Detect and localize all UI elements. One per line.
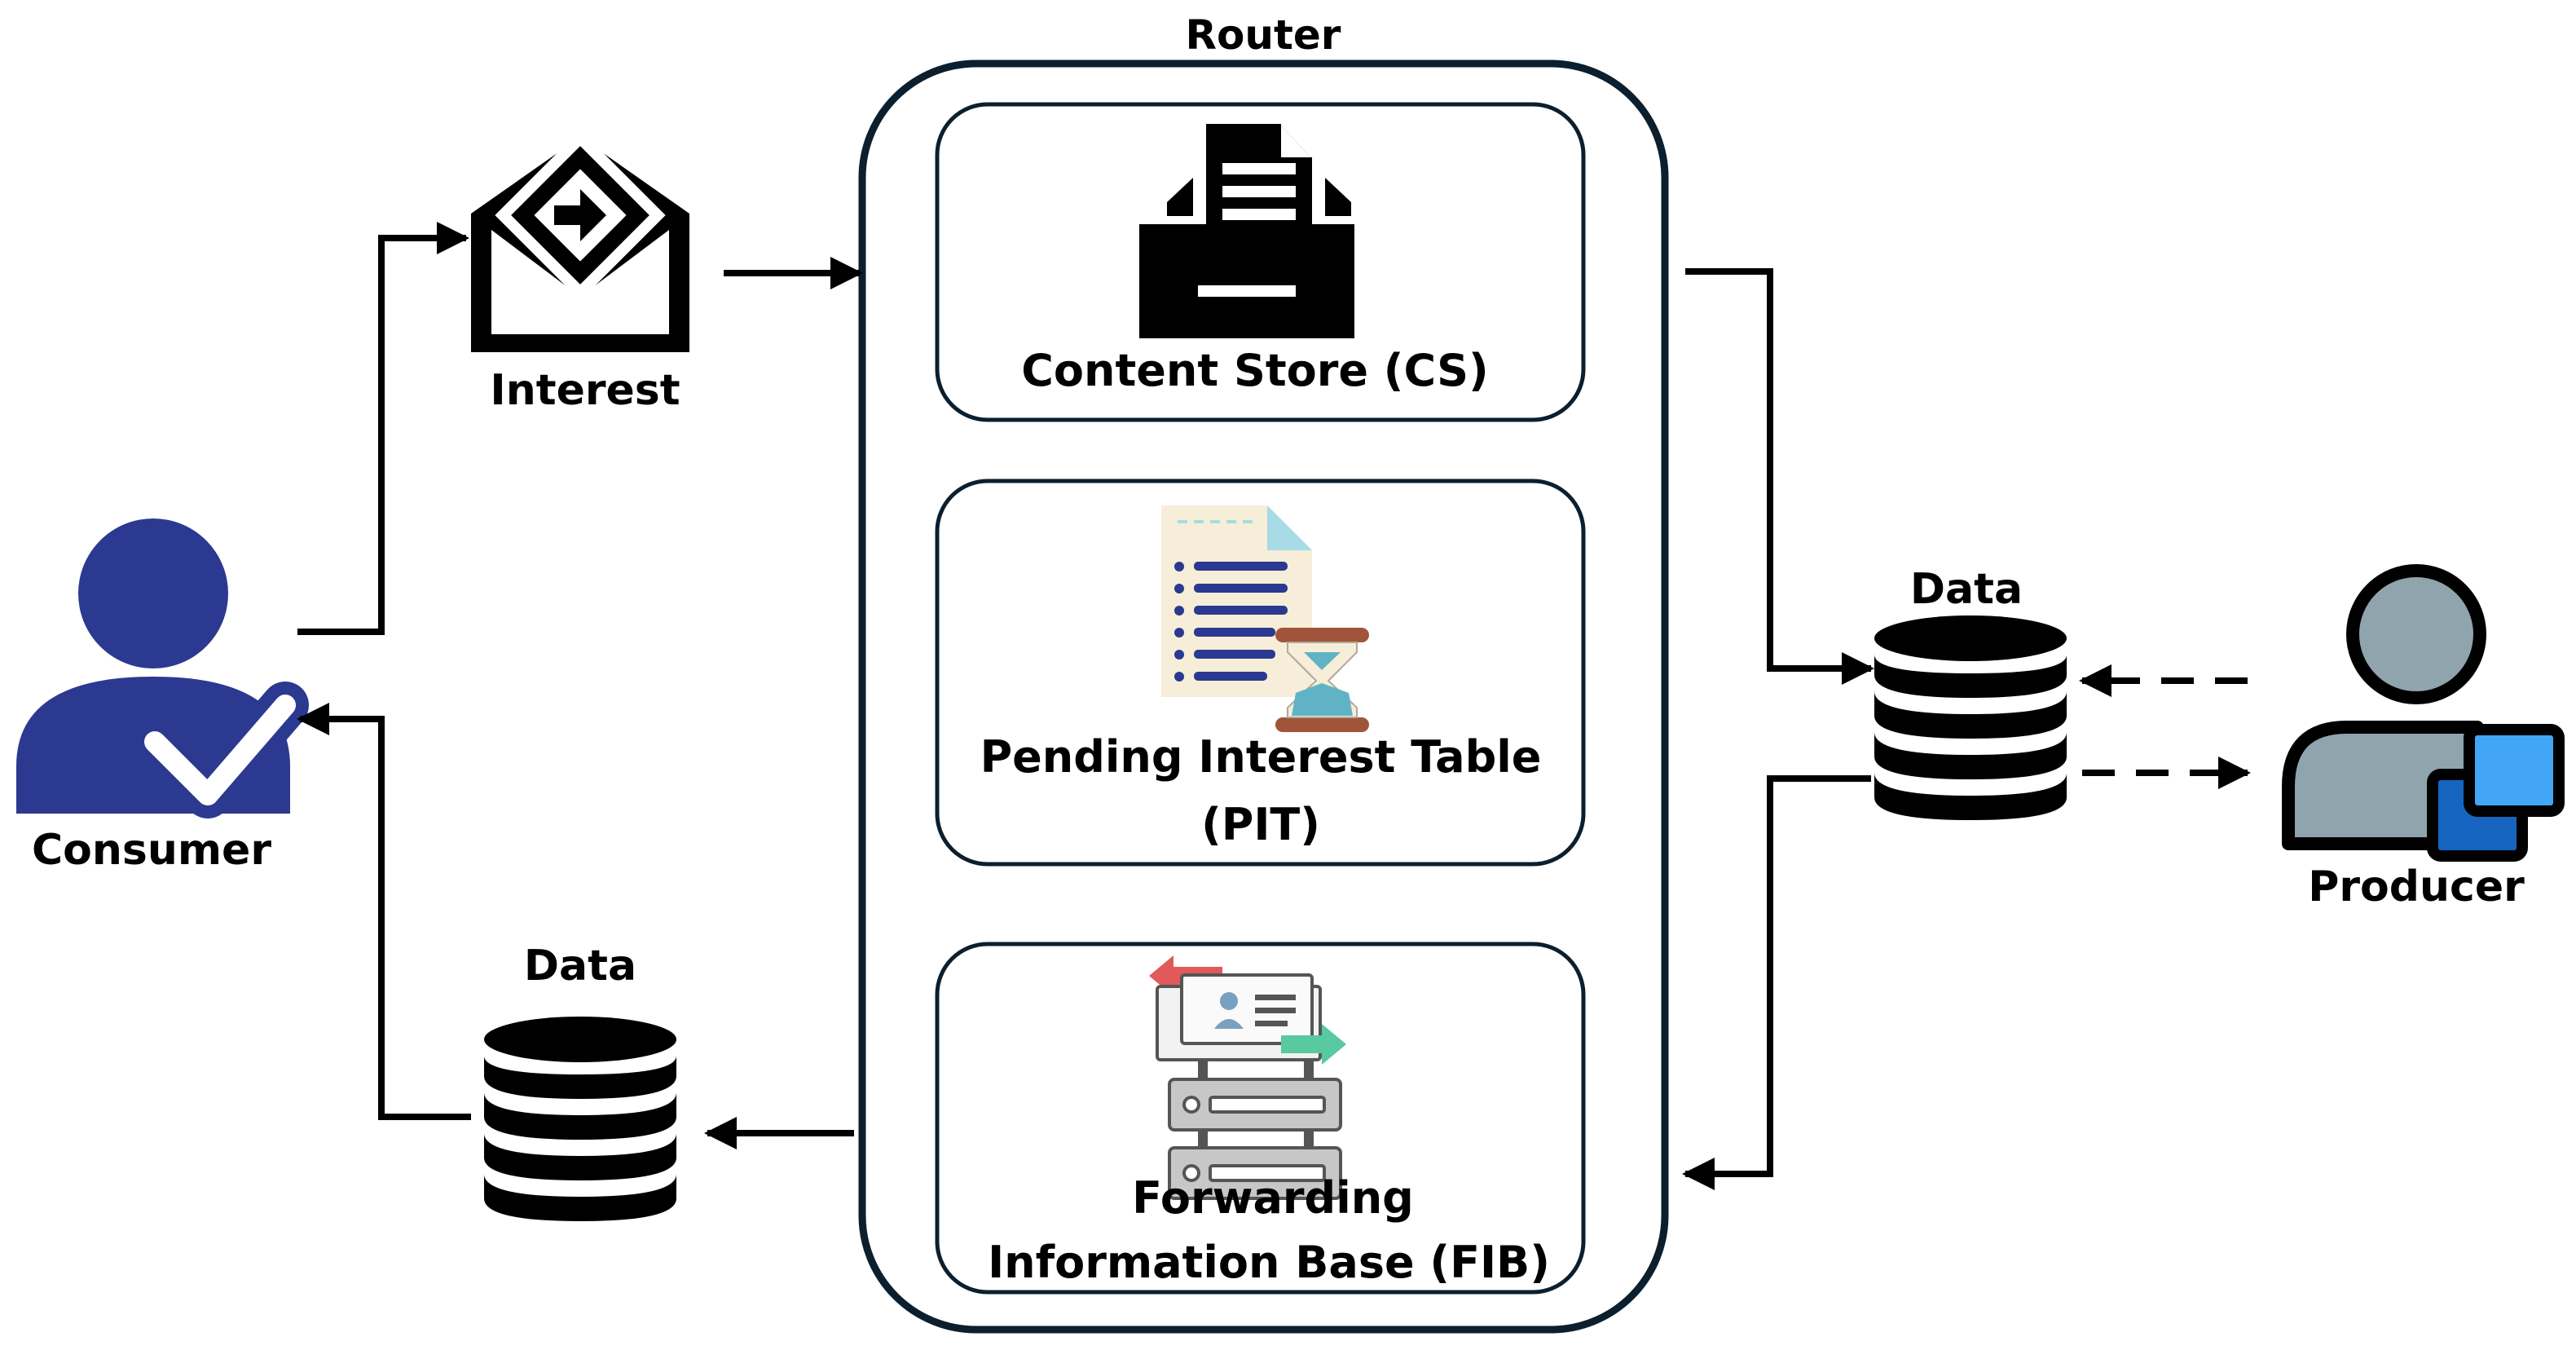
fib-label-line1: Forwarding	[1132, 1172, 1414, 1224]
pit-box: Pending Interest Table (PIT)	[935, 479, 1586, 867]
user-check-icon	[16, 518, 309, 818]
inbox-tray-icon	[1139, 124, 1354, 338]
interest-label: Interest	[490, 366, 680, 415]
pit-label-line2: (PIT)	[1201, 799, 1320, 850]
router: Router Content Store (CS)	[858, 11, 1669, 1334]
content-store-label: Content Store (CS)	[1021, 345, 1488, 396]
consumer: Consumer	[16, 518, 309, 875]
data-left-label: Data	[524, 942, 636, 990]
fib-label-line2: Information Base (FIB)	[988, 1237, 1550, 1288]
interest: Interest	[471, 130, 689, 415]
data-to-consumer-arrow	[297, 703, 471, 1120]
pit-label-line1: Pending Interest Table	[980, 731, 1542, 783]
router-title: Router	[1186, 11, 1341, 59]
content-store-box: Content Store (CS)	[935, 102, 1586, 422]
consumer-label: Consumer	[32, 826, 271, 875]
fib-box: Forwarding Information Base (FIB)	[935, 942, 1586, 1295]
producer: Producer	[2282, 564, 2565, 911]
database-icon	[484, 1017, 676, 1221]
data-right: Data	[1874, 565, 2067, 820]
user-copy-icon	[2282, 564, 2565, 862]
data-left: Data	[484, 942, 676, 1221]
data-to-router-arrow	[1682, 775, 1871, 1190]
document-hourglass-icon	[1161, 505, 1369, 732]
data-right-label: Data	[1910, 565, 2023, 614]
server-arrows-icon	[1149, 955, 1346, 1200]
consumer-to-interest-arrow	[297, 222, 469, 635]
database-icon	[1874, 615, 2067, 820]
producer-label: Producer	[2308, 862, 2525, 911]
envelope-arrow-icon	[471, 130, 689, 352]
router-to-data-arrow	[1685, 268, 1874, 685]
connectors	[297, 222, 2251, 1190]
